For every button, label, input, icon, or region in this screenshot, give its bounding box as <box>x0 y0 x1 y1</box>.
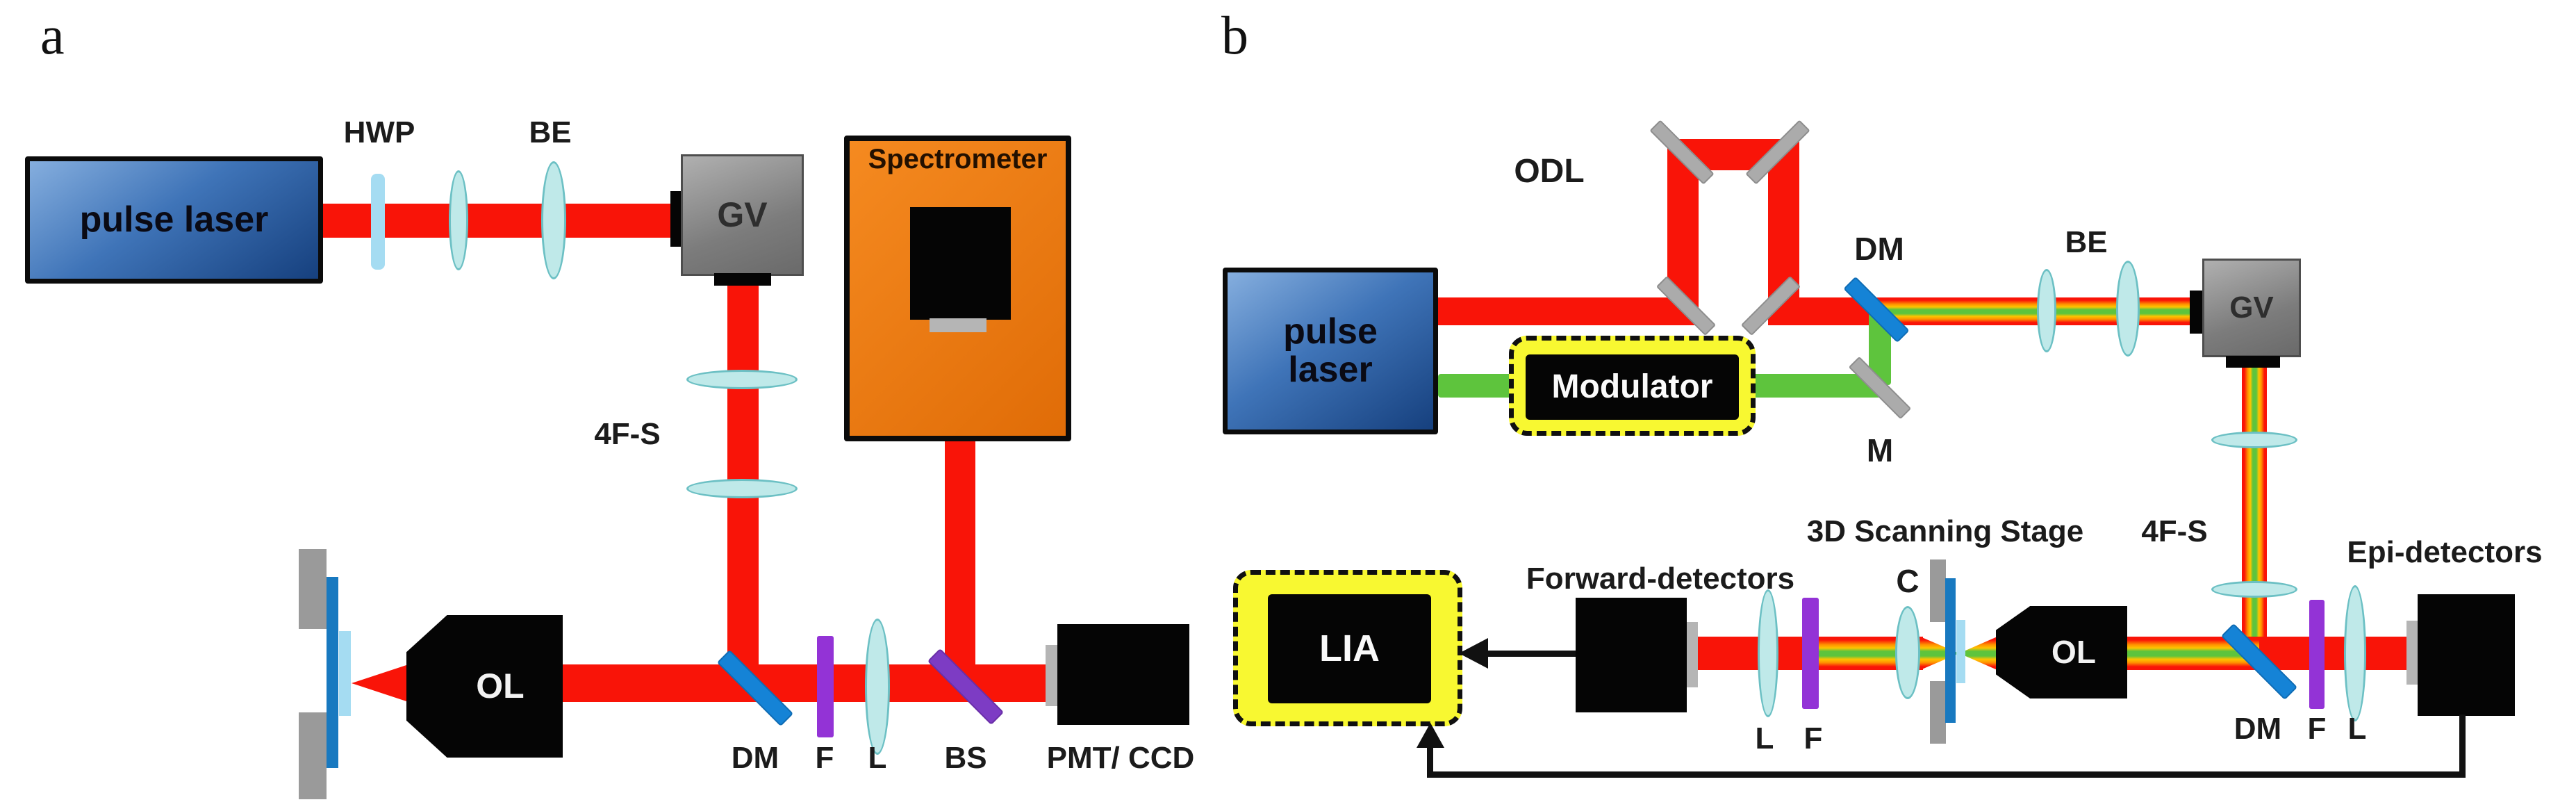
sample-pad-a <box>339 631 351 716</box>
galvo-port-bottom-a <box>714 273 771 286</box>
arrowhead-into-lia <box>1459 638 1488 669</box>
stage-holder-top-b <box>1930 559 1946 622</box>
arrowhead-up-into-lia <box>1417 723 1444 748</box>
filter-forward-label: F <box>1803 721 1823 755</box>
beam-laser-red-b <box>1438 297 1699 325</box>
filter-a <box>817 636 834 737</box>
be-lens1-b <box>2037 269 2056 352</box>
arrow-line-forward-to-lia <box>1485 651 1577 657</box>
lens-epi <box>2344 585 2366 721</box>
epi-detectors-label: Epi-detectors <box>2347 535 2543 569</box>
objective-a: OL <box>406 615 563 758</box>
pulse-laser-label-b-line2: laser <box>1288 350 1373 390</box>
panel-b-letter: b <box>1221 5 1248 65</box>
sample-holder-bottom-a <box>299 712 327 799</box>
feedback-wire-vertical-left <box>1427 745 1433 777</box>
spectrometer-label: Spectrometer <box>868 144 1048 174</box>
galvo-port-left-a <box>670 191 684 247</box>
pmt-connector <box>1046 645 1058 706</box>
bs-label-a: BS <box>944 741 987 775</box>
fourf-label-a: 4F-S <box>594 417 661 451</box>
collection-lens-a <box>865 619 890 755</box>
galvo-port-bottom-b <box>2226 356 2280 368</box>
sample-slide-b <box>1945 578 1956 723</box>
pmt-label: PMT/ CCD <box>1046 741 1195 775</box>
galvo-label-a: GV <box>717 195 768 235</box>
dm-label-a: DM <box>731 741 779 775</box>
filter-forward <box>1802 598 1819 709</box>
galvo-box-b: GV <box>2202 259 2301 357</box>
condenser-lens <box>1895 606 1920 699</box>
objective-label-a: OL <box>476 667 525 706</box>
lens-forward-label: L <box>1755 721 1774 755</box>
filter-epi-label: F <box>2307 712 2327 746</box>
be-label-a: BE <box>529 115 572 149</box>
feedback-wire-horizontal <box>1427 771 2466 778</box>
stage-label: 3D Scanning Stage <box>1806 514 2084 548</box>
beam-galvo-down-b <box>2242 367 2267 653</box>
lia-label: LIA <box>1319 628 1380 670</box>
sample-slide-a <box>327 577 338 768</box>
beam-red-forward <box>1698 637 1812 670</box>
sample-holder-top-a <box>299 549 327 629</box>
forward-detector-box <box>1576 598 1687 712</box>
pulse-laser-label-b-line1: pulse <box>1283 311 1378 352</box>
hwp-label: HWP <box>343 115 415 149</box>
pmt-box <box>1057 624 1189 725</box>
beam-laser-green-b <box>1438 374 1521 398</box>
spectrometer-detector <box>910 207 1011 320</box>
lens-epi-label: L <box>2347 712 2367 746</box>
fourf-label-b: 4F-S <box>2141 514 2208 548</box>
pulse-laser-box-b: pulse laser <box>1223 268 1438 434</box>
epi-connector <box>2406 621 2418 685</box>
galvo-box-a: GV <box>681 154 804 276</box>
epi-detector-box <box>2418 594 2515 716</box>
spectrometer-port <box>930 318 986 332</box>
galvo-label-b: GV <box>2229 290 2274 325</box>
feedback-wire-vertical-right <box>2459 714 2466 777</box>
fourf-lens1-b <box>2211 432 2297 448</box>
beam-combined-top <box>1876 297 2193 325</box>
fourf-lens1-a <box>686 370 798 389</box>
pulse-laser-box-a: pulse laser <box>25 156 323 284</box>
filter-label-a: F <box>815 741 834 775</box>
dm-top-label-b: DM <box>1854 231 1904 267</box>
modulator-inner: Modulator <box>1526 354 1739 420</box>
odl-label: ODL <box>1514 153 1585 190</box>
m-label: M <box>1866 432 1894 468</box>
fourf-lens2-a <box>686 479 798 498</box>
filter-epi <box>2309 600 2325 709</box>
lia-inner: LIA <box>1268 594 1431 703</box>
condenser-label: C <box>1896 563 1919 599</box>
sample-pad-b <box>1956 620 1965 683</box>
modulator-label: Modulator <box>1551 368 1713 405</box>
beam-red-epi <box>2259 637 2408 670</box>
objective-b: OL <box>1996 606 2127 698</box>
be-lens2-a <box>541 161 566 279</box>
lens-forward <box>1758 589 1778 717</box>
be-lens1-a <box>449 170 468 270</box>
dm-bottom-label-b: DM <box>2234 712 2282 746</box>
focus-cone-a <box>352 664 408 702</box>
fourf-lens2-b <box>2211 581 2297 598</box>
forward-detectors-label: Forward-detectors <box>1526 562 1795 596</box>
lens-label-a: L <box>868 741 887 775</box>
galvo-port-left-b <box>2190 291 2203 334</box>
be-label-b: BE <box>2065 225 2108 259</box>
objective-label-b: OL <box>2051 634 2096 671</box>
panel-a-letter: a <box>40 5 65 65</box>
be-lens2-b <box>2116 261 2140 357</box>
pulse-laser-label-a: pulse laser <box>79 199 269 240</box>
stage-holder-bottom-b <box>1930 681 1946 744</box>
hwp-plate <box>371 174 385 270</box>
forward-detector-connector <box>1687 622 1698 687</box>
